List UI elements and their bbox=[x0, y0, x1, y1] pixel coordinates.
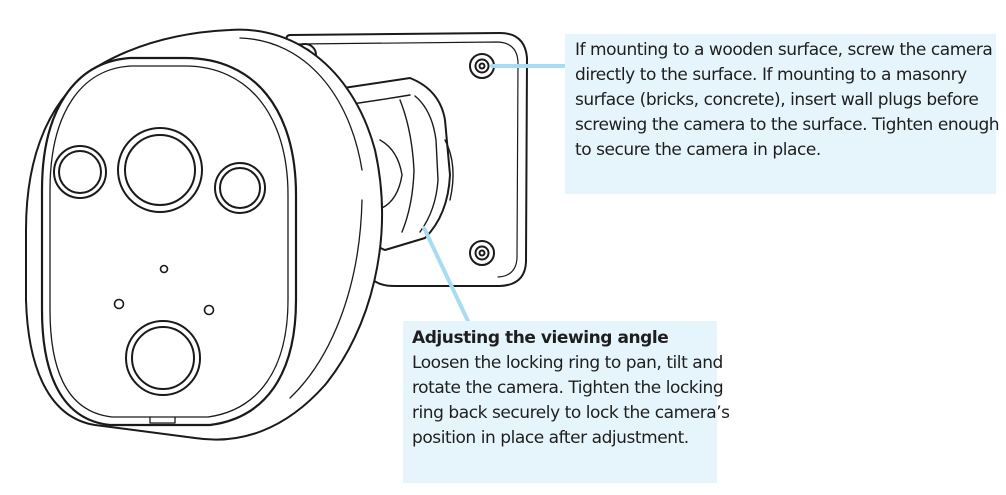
motion-sensor bbox=[125, 320, 201, 396]
viewing-angle-callout-line: position in place after adjustment. bbox=[412, 428, 689, 448]
viewing-angle-callout-line: rotate the camera. Tighten the locking bbox=[412, 378, 724, 398]
lens bbox=[117, 127, 203, 213]
camera-face bbox=[40, 56, 298, 427]
microphone bbox=[113, 298, 125, 310]
viewing-angle-callout-line: Loosen the locking ring to pan, tilt and bbox=[412, 353, 723, 373]
microphone bbox=[159, 264, 169, 274]
microphone bbox=[203, 304, 215, 316]
viewing-angle-heading: Adjusting the viewing angle bbox=[412, 328, 669, 348]
infrared-led bbox=[214, 162, 266, 214]
mounting-callout-line: If mounting to a wooden surface, screw t… bbox=[575, 40, 993, 60]
mounting-callout-line: screwing the camera to the surface. Tigh… bbox=[575, 115, 1000, 135]
viewing-angle-callout: Adjusting the viewing angle Loosen the l… bbox=[403, 321, 730, 483]
infrared-led bbox=[53, 145, 107, 199]
mounting-callout: If mounting to a wooden surface, screw t… bbox=[565, 34, 1000, 194]
viewing-angle-callout-line: ring back securely to lock the camera’s bbox=[412, 403, 730, 423]
mounting-callout-line: directly to the surface. If mounting to … bbox=[575, 65, 967, 85]
mount-screw bbox=[469, 240, 495, 266]
mounting-callout-line: to secure the camera in place. bbox=[575, 140, 821, 160]
angle-leader-line bbox=[422, 226, 470, 323]
mounting-callout-line: surface (bricks, concrete), insert wall … bbox=[575, 90, 979, 110]
